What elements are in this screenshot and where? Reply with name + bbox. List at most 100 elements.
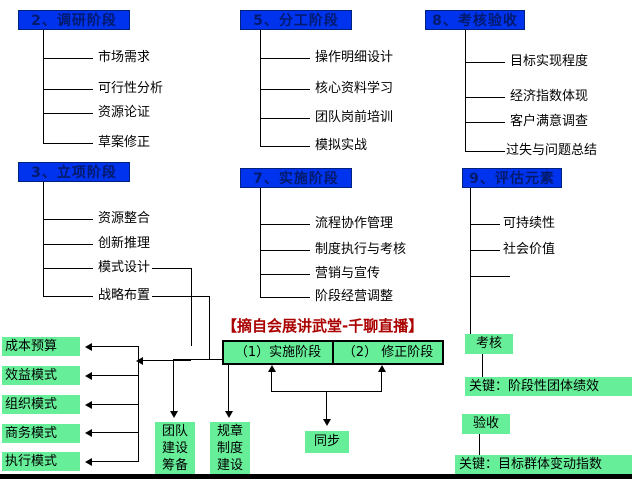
output-arm-5 xyxy=(92,461,139,462)
section-7-item-1[interactable]: 流程协作管理 xyxy=(315,216,394,231)
section-7-item-2[interactable]: 制度执行与考核 xyxy=(315,242,407,257)
key-acceptance[interactable]: 关键：目标群体变动指数 xyxy=(455,455,632,474)
section-7-spine xyxy=(260,188,261,298)
section-2-item-3[interactable]: 资源论证 xyxy=(98,105,151,120)
section-7-branch-2 xyxy=(260,250,310,251)
phase-right-arrow xyxy=(378,365,386,372)
route-moshi-h xyxy=(152,268,192,269)
section-7-item-3[interactable]: 营销与宣传 xyxy=(315,266,381,281)
output-arm-4 xyxy=(92,432,139,433)
section-2-item-1[interactable]: 市场需求 xyxy=(98,50,151,65)
section-8-branch-3 xyxy=(465,122,505,123)
phase-bar: （1）实施阶段 （2） 修正阶段 xyxy=(222,340,444,365)
section-5-branch-1 xyxy=(260,58,310,59)
section-5-branch-3 xyxy=(260,118,310,119)
section-header-9[interactable]: 9、评估元素 xyxy=(462,168,562,188)
route-rules-v xyxy=(228,359,229,413)
box-rules-build-line1: 规章 xyxy=(216,424,243,439)
section-8-item-4[interactable]: 过失与问题总结 xyxy=(506,143,598,158)
section-8-branch-1 xyxy=(465,62,505,63)
section-9-item-1[interactable]: 可持续性 xyxy=(503,216,556,231)
box-sync[interactable]: 同步 xyxy=(305,431,349,453)
section-5-branch-2 xyxy=(260,89,310,90)
section-9-branch-2 xyxy=(470,250,500,251)
section-header-5[interactable]: 5、分工阶段 xyxy=(240,10,352,30)
section-header-2[interactable]: 2、调研阶段 xyxy=(18,10,130,30)
section-5-item-2[interactable]: 核心资料学习 xyxy=(315,81,394,96)
section-9-spine xyxy=(470,188,471,303)
output-arm-2 xyxy=(92,375,139,376)
section-8-spine xyxy=(465,30,466,152)
output-bus-feed-arrow xyxy=(136,357,143,365)
section-7-branch-3 xyxy=(260,274,310,275)
output-bus-feed xyxy=(139,360,191,361)
phase-divider xyxy=(332,342,334,363)
output-box-business[interactable]: 商务模式 xyxy=(2,424,80,443)
section-7-branch-1 xyxy=(260,224,310,225)
section-8-item-1[interactable]: 目标实现程度 xyxy=(510,54,589,69)
section-5-item-3[interactable]: 团队岗前培训 xyxy=(315,110,394,125)
section-2-branch-4 xyxy=(43,143,93,144)
phase-left-arrow xyxy=(268,365,276,372)
section-3-branch-4 xyxy=(43,296,93,297)
box-rules-build[interactable]: 规章 制度 建设 xyxy=(210,422,250,474)
section-3-item-4[interactable]: 战略布置 xyxy=(98,288,151,303)
output-arm-3 xyxy=(92,404,139,405)
output-bus-vertical xyxy=(138,346,139,461)
output-arm-1 xyxy=(92,346,139,347)
section-7-branch-4 xyxy=(260,297,310,298)
section-header-3[interactable]: 3、立项阶段 xyxy=(18,162,130,182)
section-9-item-2[interactable]: 社会价值 xyxy=(503,242,556,257)
section-3-item-3[interactable]: 模式设计 xyxy=(98,260,151,275)
acceptance-stem xyxy=(479,434,480,456)
output-arrow-3 xyxy=(85,401,92,409)
section-2-item-4[interactable]: 草案修正 xyxy=(98,135,151,150)
assess-stem xyxy=(482,354,483,378)
output-arrow-5 xyxy=(85,458,92,466)
phase-left-stem xyxy=(271,370,272,392)
key-assess[interactable]: 关键：阶段性团体绩效 xyxy=(465,377,632,396)
output-box-benefit[interactable]: 效益模式 xyxy=(2,366,80,385)
section-3-branch-3 xyxy=(43,268,93,269)
phase-correct[interactable]: （2） 修正阶段 xyxy=(342,345,434,360)
section-5-item-4[interactable]: 模拟实战 xyxy=(315,138,368,153)
section-3-branch-2 xyxy=(43,244,93,245)
box-team-prep-line2: 建设 xyxy=(161,441,188,456)
section-3-item-2[interactable]: 创新推理 xyxy=(98,236,151,251)
route-moshi-v xyxy=(191,268,192,346)
section-5-spine xyxy=(260,30,261,147)
section-8-item-3[interactable]: 客户满意调查 xyxy=(510,114,589,129)
section-header-7[interactable]: 7、实施阶段 xyxy=(240,168,352,188)
bottom-bar xyxy=(0,474,632,479)
output-arrow-1 xyxy=(85,343,92,351)
output-box-organization[interactable]: 组织模式 xyxy=(2,395,80,414)
section-8-item-2[interactable]: 经济指数体现 xyxy=(510,89,589,104)
route-zhanlue-h xyxy=(152,296,210,297)
section-header-8[interactable]: 8、考核验收 xyxy=(425,10,525,30)
phase-implement[interactable]: （1）实施阶段 xyxy=(234,345,322,360)
output-arrow-4 xyxy=(85,429,92,437)
output-box-cost[interactable]: 成本预算 xyxy=(2,337,80,356)
box-assess[interactable]: 考核 xyxy=(465,334,513,354)
box-acceptance[interactable]: 验收 xyxy=(462,414,510,434)
route-rules-h xyxy=(209,359,229,360)
section-3-spine xyxy=(43,182,44,297)
section-3-item-1[interactable]: 资源整合 xyxy=(98,211,151,226)
section-2-item-2[interactable]: 可行性分析 xyxy=(98,81,164,96)
section-8-branch-2 xyxy=(465,97,505,98)
section-2-branch-2 xyxy=(43,89,93,90)
phase-sync-stem xyxy=(326,391,327,421)
output-arrow-2 xyxy=(85,372,92,380)
section-7-item-4[interactable]: 阶段经营调整 xyxy=(315,289,394,304)
phase-sync-arrow xyxy=(323,419,331,426)
route-rules-arrow xyxy=(225,411,233,418)
section-3-branch-1 xyxy=(43,219,93,220)
section-5-item-1[interactable]: 操作明细设计 xyxy=(315,50,394,65)
route-pinggu-down xyxy=(470,303,471,343)
box-rules-build-line2: 制度 xyxy=(216,441,243,456)
box-team-prep[interactable]: 团队 建设 筹备 xyxy=(155,422,195,474)
box-team-prep-line3: 筹备 xyxy=(161,458,188,473)
route-down-split-h xyxy=(173,359,210,360)
output-box-execution[interactable]: 执行模式 xyxy=(2,452,80,471)
